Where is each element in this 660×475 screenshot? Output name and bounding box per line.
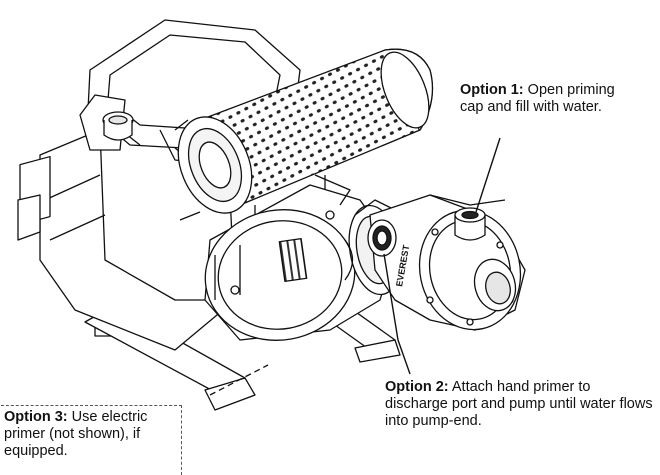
leader-line-option-2 [383, 253, 411, 375]
discharge-port [367, 219, 397, 257]
air-filter [174, 48, 434, 232]
callout-option-2: Option 2: Attach hand primer to discharg… [385, 379, 655, 430]
callout-option-3-title: Option 3: [4, 409, 68, 425]
oil-fill-cap [102, 111, 134, 141]
callout-option-2-title: Option 2: [385, 379, 449, 395]
leader-line-option-1 [475, 137, 501, 213]
suction-port [473, 258, 517, 312]
callout-option-3: Option 3: Use electric primer (not shown… [0, 405, 182, 475]
callout-option-3-text: Use electric primer (not shown), if equi… [4, 409, 148, 459]
callout-option-1: Option 1: Open priming cap and fill with… [460, 82, 640, 116]
callout-option-1-text: Open priming cap and fill with water. [460, 82, 615, 115]
alternator-housing [204, 174, 396, 341]
callout-option-2-text: Attach hand primer to discharge port and… [385, 379, 653, 429]
callout-option-1-title: Option 1: [460, 82, 524, 98]
priming-cap [429, 194, 506, 241]
